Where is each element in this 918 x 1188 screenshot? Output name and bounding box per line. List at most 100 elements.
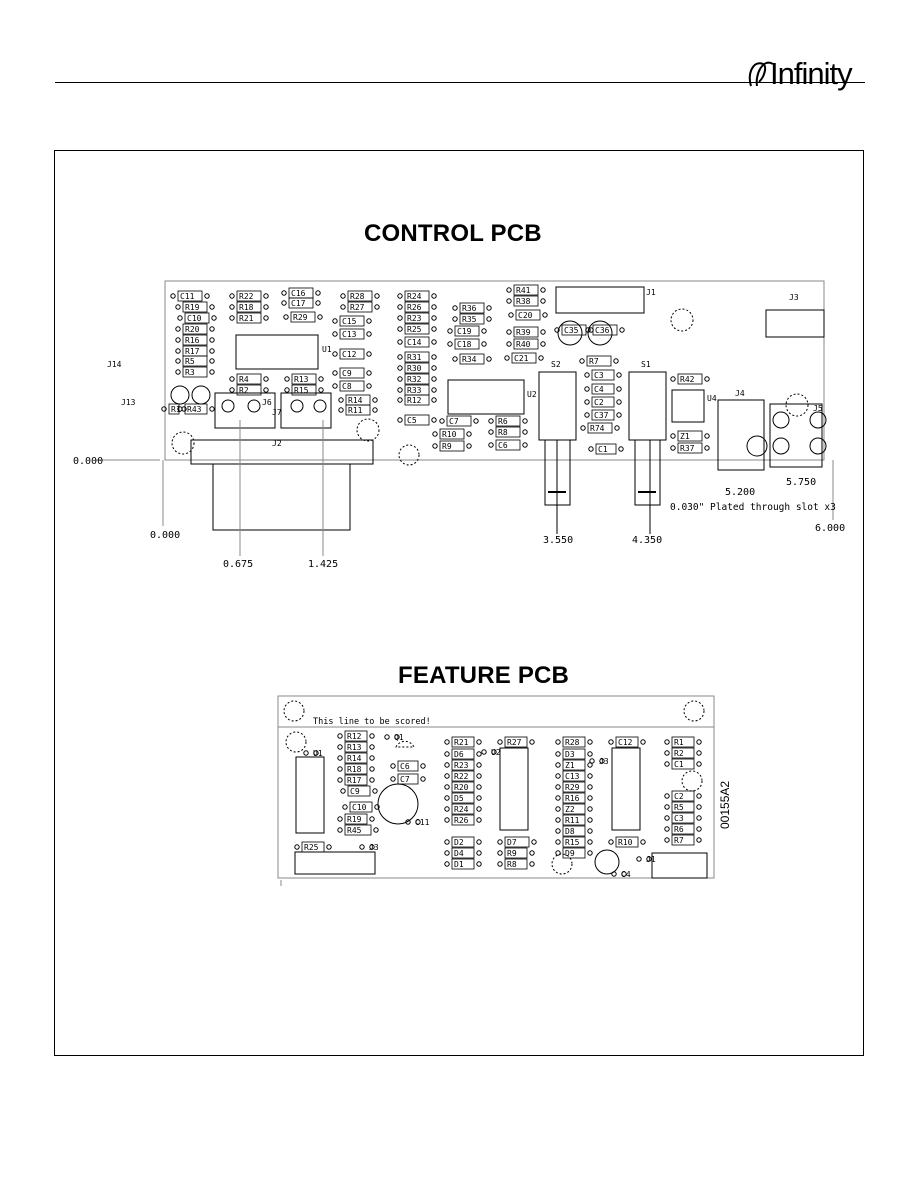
control-part-r28: R28 [340,290,380,302]
control-part-r12: R12 [397,394,437,406]
svg-text:R33: R33 [407,386,422,395]
svg-text:R26: R26 [407,303,422,312]
feature-part-r20: R20 [444,781,482,793]
svg-text:R1: R1 [171,405,181,414]
feature-scored-note: This line to be scored! [313,717,431,727]
control-part-r40: R40 [506,338,546,350]
control-part-c37: C37 [584,409,622,421]
control-switch-s1: S1 [641,360,651,369]
feature-part-c7: C7 [390,773,426,785]
svg-text:C9: C9 [342,369,352,378]
dimension-label: 3.550 [543,535,573,546]
control-part-c5: C5 [397,414,437,426]
svg-text:C6: C6 [400,762,410,771]
svg-text:R3: R3 [185,368,195,377]
control-part-r27: R27 [340,301,380,313]
dimension-label: 0.000 [150,530,180,541]
feature-part-r10: R10 [608,836,646,848]
svg-text:R18: R18 [239,303,254,312]
svg-text:R40: R40 [516,340,531,349]
feature-part-r11: R11 [555,814,593,826]
feature-part-c3: C3 [664,812,702,824]
svg-text:R22: R22 [454,772,469,781]
svg-text:D2: D2 [454,838,464,847]
feature-part-r18: R18 [337,763,375,775]
control-conn-j13: J13 [121,398,136,407]
control-part-r20: R20 [175,323,215,335]
feature-part-r7: R7 [664,834,702,846]
control-part-c21: C21 [504,352,544,364]
control-part-r2: R2 [229,384,269,396]
svg-text:C5: C5 [407,416,417,425]
svg-text:D6: D6 [454,750,464,759]
svg-text:R25: R25 [304,843,319,852]
control-part-r15: R15 [284,384,324,396]
control-ic-u2: U2 [527,390,537,399]
svg-text:R23: R23 [407,314,422,323]
svg-text:R35: R35 [462,315,477,324]
svg-text:C2: C2 [594,398,604,407]
svg-text:R5: R5 [185,357,195,366]
svg-text:C11: C11 [415,818,430,827]
svg-text:R12: R12 [347,732,362,741]
svg-text:R6: R6 [674,825,684,834]
svg-text:C21: C21 [514,354,529,363]
svg-text:R23: R23 [454,761,469,770]
svg-text:Z2: Z2 [565,805,575,814]
control-part-r34: R34 [452,353,492,365]
brand-wordmark: Infinity [770,56,853,91]
svg-text:R36: R36 [462,304,477,313]
control-part-r22: R22 [229,290,269,302]
svg-text:C10: C10 [352,803,367,812]
control-part-c1: C1 [588,443,624,455]
control-part-c20: C20 [508,309,548,321]
feature-part-r25: R25 [294,841,332,853]
control-part-c14: C14 [397,336,437,348]
feature-part-d9: D9 [555,847,593,859]
control-part-r21: R21 [229,312,269,324]
svg-text:C2: C2 [674,792,684,801]
control-pcb-title: CONTROL PCB [364,220,542,247]
svg-text:R29: R29 [565,783,580,792]
feature-part-j3: J3 [359,843,379,852]
control-part-r4: R4 [229,373,269,385]
control-part-r25: R25 [397,323,437,335]
svg-text:J3: J3 [369,843,379,852]
feature-part-z2: Z2 [555,803,593,815]
control-ic-u1: U1 [322,345,332,354]
control-part-r8: R8 [488,426,528,438]
svg-text:R34: R34 [462,355,477,364]
svg-text:R20: R20 [454,783,469,792]
control-conn-j3: J3 [789,293,799,302]
svg-text:R38: R38 [516,297,531,306]
svg-text:R26: R26 [454,816,469,825]
svg-text:R17: R17 [347,776,362,785]
control-part-r39: R39 [506,326,546,338]
feature-part-d5: D5 [444,792,482,804]
svg-text:C10: C10 [187,314,202,323]
svg-text:R11: R11 [348,406,363,415]
dimension-label: 5.750 [786,477,816,488]
svg-text:C4: C4 [594,385,604,394]
control-part-c19: C19 [447,325,487,337]
svg-text:C4: C4 [621,870,631,879]
control-part-r10: R10 [432,428,472,440]
svg-text:D8: D8 [565,827,575,836]
svg-text:C12: C12 [618,738,633,747]
svg-text:R10: R10 [442,430,457,439]
svg-text:R9: R9 [507,849,517,858]
svg-text:R18: R18 [347,765,362,774]
feature-pcb-title: FEATURE PCB [398,662,570,689]
svg-text:C8: C8 [342,382,352,391]
control-conn-j4: J4 [735,389,745,398]
svg-text:R2: R2 [239,386,249,395]
svg-text:R4: R4 [239,375,249,384]
svg-text:D7: D7 [507,838,517,847]
feature-part-d6: D6 [444,748,482,760]
feature-part-r2: R2 [664,747,702,759]
header-rule [55,82,865,83]
svg-text:U1: U1 [313,749,323,758]
control-conn-j5: J5 [813,404,823,413]
feature-part-r45: R45 [337,824,379,836]
